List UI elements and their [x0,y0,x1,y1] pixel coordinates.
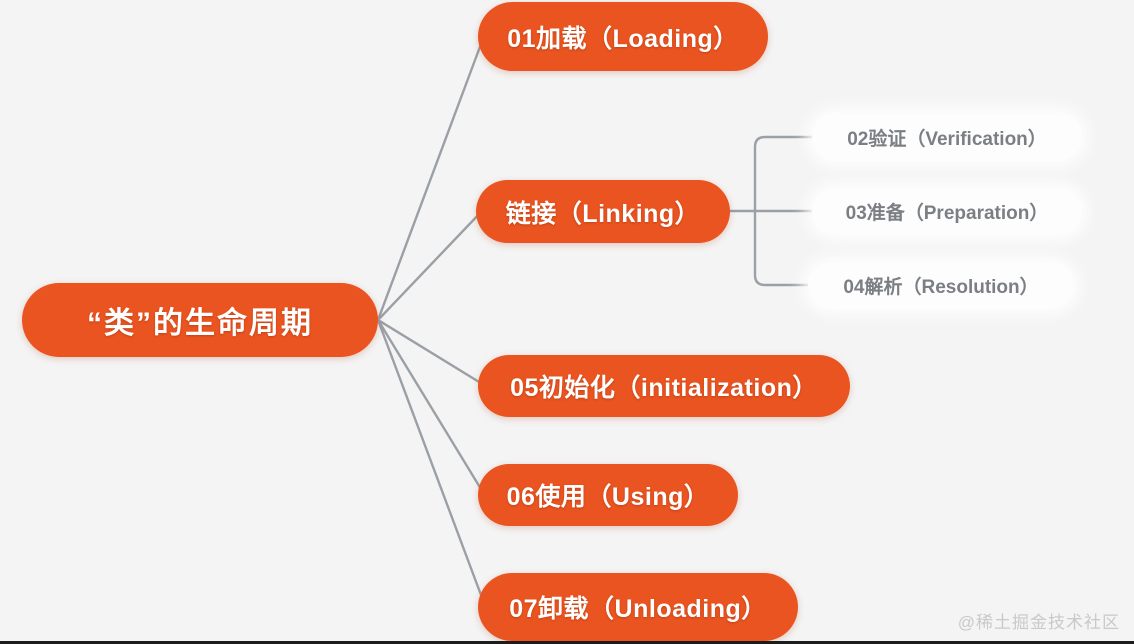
subnode-preparation[interactable]: 03准备（Preparation） [812,188,1082,235]
subnode-preparation-label: 03准备（Preparation） [845,203,1049,224]
branch-node-using[interactable]: 06使用（Using） [478,464,738,526]
branch-node-unloading-label: 07卸载（Unloading） [509,595,767,623]
edge-root-unloading [376,318,486,605]
branch-node-loading[interactable]: 01加载（Loading） [478,2,768,71]
root-node-label: “类”的生命周期 [87,307,313,340]
root-node[interactable]: “类”的生命周期 [22,283,378,357]
edge-root-linking [376,209,484,322]
branch-node-initialization[interactable]: 05初始化（initialization） [478,355,850,417]
subnode-resolution[interactable]: 04解析（Resolution） [808,262,1074,309]
branch-node-linking[interactable]: 链接（Linking） [476,180,730,243]
subnode-resolution-label: 04解析（Resolution） [843,277,1039,298]
branch-node-loading-label: 01加载（Loading） [507,24,739,53]
branch-node-linking-label: 链接（Linking） [505,199,701,228]
edge-root-loading [376,34,486,322]
edge-root-using [376,318,486,496]
subnode-verification-label: 02验证（Verification） [847,128,1047,150]
watermark: @稀土掘金技术社区 [957,613,1120,632]
branch-node-initialization-label: 05初始化（initialization） [510,374,818,402]
branch-node-using-label: 06使用（Using） [506,483,710,511]
edge-root-initialization [376,318,486,387]
edge-linking-bracket [753,135,814,287]
branch-node-unloading[interactable]: 07卸载（Unloading） [478,573,798,641]
subnode-verification[interactable]: 02验证（Verification） [812,113,1082,161]
